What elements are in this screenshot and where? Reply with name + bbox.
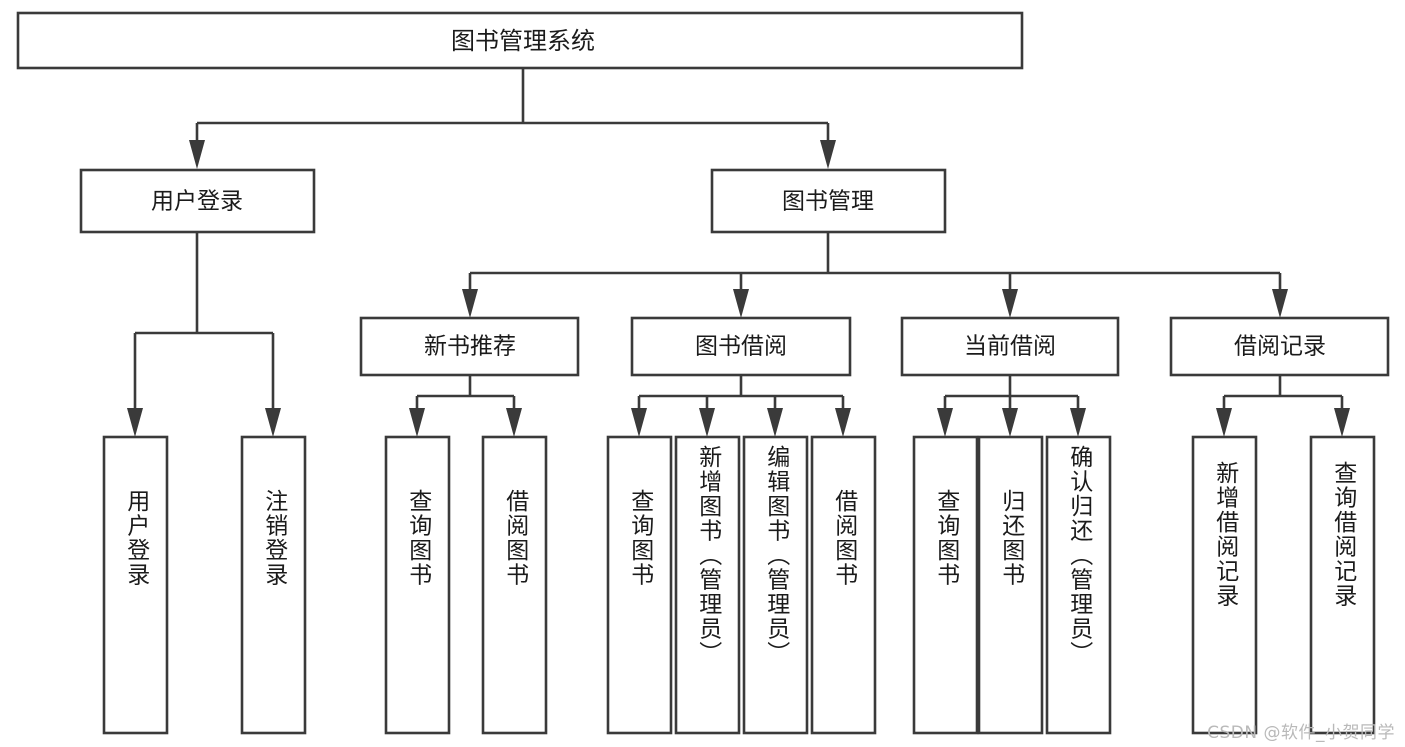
node-root-label: 图书管理系统 xyxy=(451,27,595,55)
node-new-book-recommend[interactable]: 新书推荐 xyxy=(359,316,580,377)
connector-layer xyxy=(127,68,1350,437)
node-user-login[interactable]: 用户登录 xyxy=(79,168,316,234)
node-book-manage[interactable]: 图书管理 xyxy=(710,168,947,234)
node-book-borrow[interactable]: 图书借阅 xyxy=(630,316,852,377)
leaf-box-add-book-admin[interactable] xyxy=(674,435,741,735)
node-current-borrow-box[interactable] xyxy=(900,316,1120,377)
arrow-current-borrow-1 xyxy=(937,408,953,437)
node-book-manage-box[interactable] xyxy=(710,168,947,234)
node-book-manage-label: 图书管理 xyxy=(782,189,874,215)
node-book-borrow-label: 图书借阅 xyxy=(695,334,787,360)
node-borrow-record-label: 借阅记录 xyxy=(1234,334,1326,360)
node-root[interactable]: 图书管理系统 xyxy=(16,11,1024,70)
arrow-book-borrow-3 xyxy=(767,408,783,437)
leaf-box-query-book-2[interactable] xyxy=(606,435,673,735)
arrow-book-manage-1 xyxy=(462,289,478,318)
arrow-book-borrow-4 xyxy=(835,408,851,437)
arrow-root-to-book-manage xyxy=(820,140,836,169)
leaf-box-borrow-book-2[interactable] xyxy=(810,435,877,735)
leaf-box-confirm-return-admin[interactable] xyxy=(1045,435,1112,735)
leaf-box-edit-book-admin[interactable] xyxy=(742,435,809,735)
arrow-user-login-1 xyxy=(127,408,143,437)
leaf-box-add-borrow-record[interactable] xyxy=(1191,435,1258,735)
arrow-book-borrow-1 xyxy=(631,408,647,437)
node-new-book-recommend-label: 新书推荐 xyxy=(424,334,516,360)
node-user-login-label: 用户登录 xyxy=(151,189,243,215)
watermark: CSDN @软件_小贺同学 xyxy=(1207,723,1395,743)
leaf-box-query-book-1[interactable] xyxy=(384,435,451,735)
leaf-box-logout-login[interactable] xyxy=(240,435,307,735)
leaf-box-query-borrow-record[interactable] xyxy=(1309,435,1376,735)
node-user-login-box[interactable] xyxy=(79,168,316,234)
leaf-box-query-book-3[interactable] xyxy=(912,435,979,735)
leaf-box-layer xyxy=(102,435,1376,735)
arrow-borrow-record-1 xyxy=(1216,408,1232,437)
arrow-new-book-2 xyxy=(506,408,522,437)
node-book-borrow-box[interactable] xyxy=(630,316,852,377)
node-borrow-record[interactable]: 借阅记录 xyxy=(1169,316,1390,377)
arrow-root-to-user-login xyxy=(189,140,205,169)
leaf-box-user-login[interactable] xyxy=(102,435,169,735)
node-current-borrow[interactable]: 当前借阅 xyxy=(900,316,1120,377)
leaf-box-return-book[interactable] xyxy=(977,435,1044,735)
arrow-book-borrow-2 xyxy=(699,408,715,437)
arrow-borrow-record-2 xyxy=(1334,408,1350,437)
arrow-user-login-2 xyxy=(265,408,281,437)
arrow-book-manage-3 xyxy=(1002,289,1018,318)
leaf-box-borrow-book-1[interactable] xyxy=(481,435,548,735)
arrow-book-manage-2 xyxy=(733,289,749,318)
arrow-new-book-1 xyxy=(409,408,425,437)
node-root-box[interactable] xyxy=(16,11,1024,70)
node-borrow-record-box[interactable] xyxy=(1169,316,1390,377)
arrow-current-borrow-3 xyxy=(1070,408,1086,437)
arrow-current-borrow-2 xyxy=(1002,408,1018,437)
arrow-book-manage-4 xyxy=(1272,289,1288,318)
node-current-borrow-label: 当前借阅 xyxy=(964,334,1056,360)
node-new-book-recommend-box[interactable] xyxy=(359,316,580,377)
